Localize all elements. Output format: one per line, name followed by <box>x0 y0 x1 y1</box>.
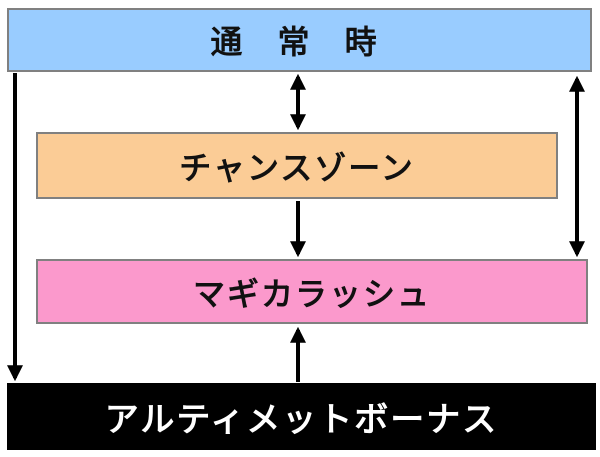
state-ultimate-bonus: アルティメットボーナス <box>7 383 596 450</box>
state-normal: 通 常 時 <box>7 8 592 72</box>
state-chance-zone-label: チャンスゾーン <box>179 148 415 187</box>
state-ultimate-bonus-label: アルティメットボーナス <box>104 400 499 440</box>
state-magika-rush-label: マギカラッシュ <box>192 274 431 313</box>
state-magika-rush: マギカラッシュ <box>36 259 588 324</box>
state-normal-label: 通 常 時 <box>210 23 389 61</box>
state-chance-zone: チャンスゾーン <box>36 132 558 199</box>
